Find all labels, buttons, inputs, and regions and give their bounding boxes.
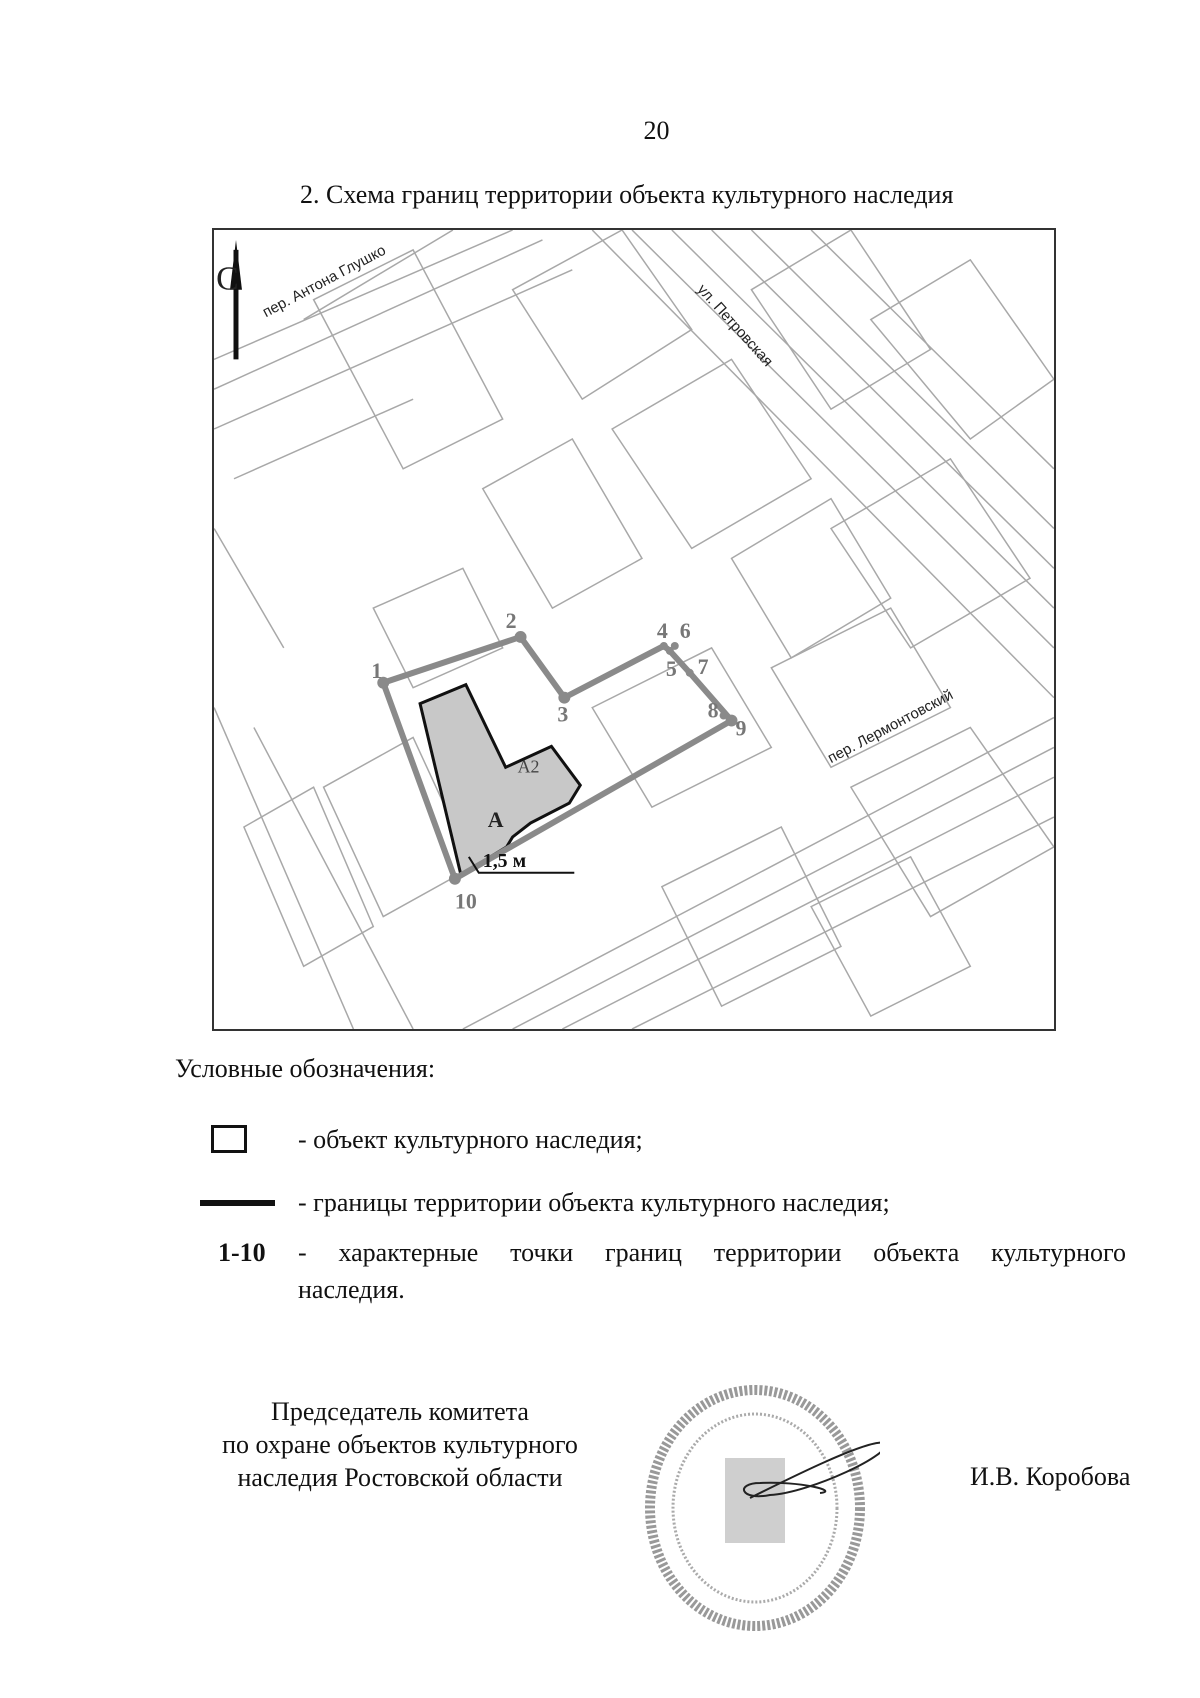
page-title: 2. Схема границ территории объекта культ…: [300, 180, 954, 209]
signatory-name: И.В. Коробова: [970, 1462, 1131, 1491]
legend-points-text-cont: наследия.: [298, 1275, 405, 1304]
street-label-lermontovsky: пер. Лермонтовский: [825, 686, 956, 766]
street-label-antona-glushko: пер. Антона Глушко: [260, 242, 389, 321]
legend-object-text: - объект культурного наследия;: [298, 1125, 643, 1154]
point-label-5: 5: [666, 656, 677, 681]
legend-points-symbol: 1-10: [218, 1238, 266, 1267]
distance-label: 1,5 м: [483, 850, 526, 872]
boundary-point-markers: [377, 630, 738, 885]
point-label-7: 7: [698, 654, 709, 679]
legend-heading: Условные обозначения:: [175, 1054, 436, 1083]
legend-boundary-text: - границы территории объекта культурного…: [298, 1188, 890, 1217]
signatory-position: Председатель комитета по охране объектов…: [195, 1395, 605, 1494]
position-line-1: Председатель комитета: [271, 1397, 529, 1426]
legend-object-box-icon: [211, 1125, 247, 1153]
boundary-map: С пер. Антона Глушко ул. Петровская пер.…: [212, 228, 1056, 1031]
point-label-4: 4: [657, 618, 668, 643]
object-label-annex: А2: [518, 756, 540, 776]
street-label-petrovskaya: ул. Петровская: [694, 281, 777, 370]
point-label-8: 8: [708, 698, 719, 723]
cadastral-base: [214, 230, 1054, 1029]
page-number: 20: [643, 116, 670, 145]
point-label-10: 10: [455, 889, 477, 914]
point-label-2: 2: [506, 608, 517, 633]
point-label-1: 1: [371, 658, 382, 683]
official-seal-icon: [640, 1383, 887, 1633]
object-label-main: А: [488, 807, 504, 832]
north-label: С: [216, 261, 239, 298]
north-arrow-icon: С: [216, 239, 242, 360]
position-line-2: по охране объектов культурного: [222, 1430, 578, 1459]
point-label-6: 6: [680, 618, 691, 643]
legend-boundary-line-icon: [200, 1200, 275, 1206]
point-label-3: 3: [557, 702, 568, 727]
position-line-3: наследия Ростовской области: [237, 1463, 563, 1492]
point-label-9: 9: [735, 715, 746, 740]
legend-points-text: - характерные точки границ территории об…: [298, 1238, 1126, 1267]
